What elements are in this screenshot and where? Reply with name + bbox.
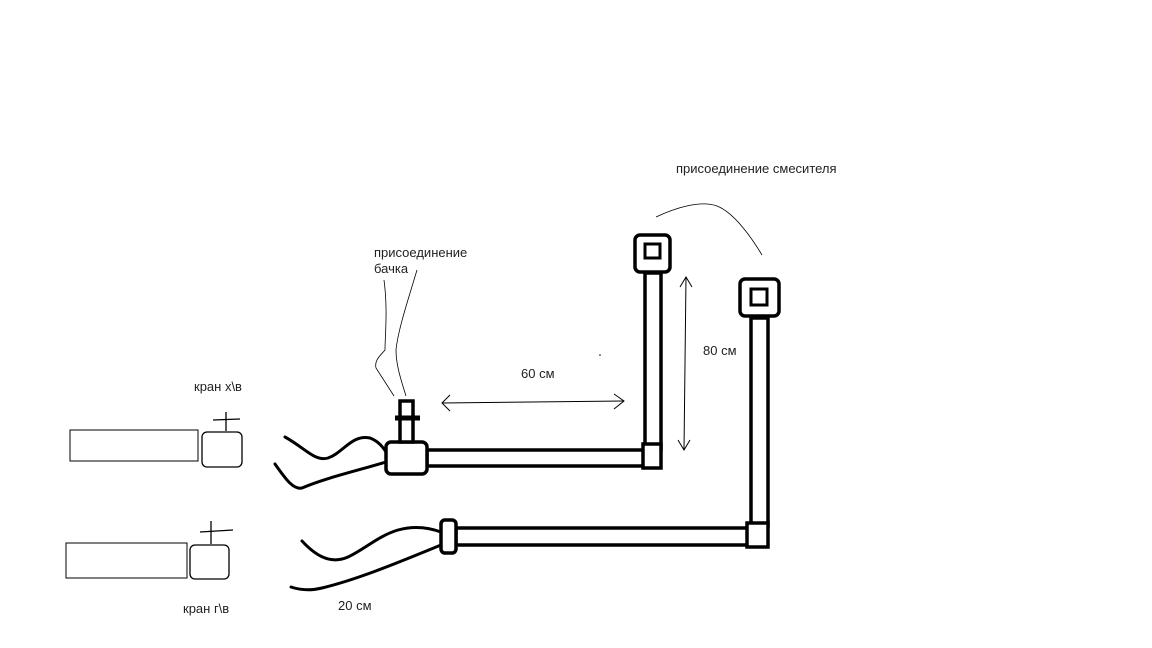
hot-tap — [65, 521, 234, 580]
cistern-leader-right — [395, 269, 418, 397]
stray-dot — [599, 354, 601, 356]
dim-80-line — [683, 276, 687, 451]
dim-60-arrow-left — [441, 394, 451, 412]
cold-tee-fitting — [384, 440, 429, 476]
cold-tap-body — [69, 429, 199, 462]
hot-tap-body — [65, 542, 188, 579]
leaders — [375, 203, 763, 397]
hot-inlet-fitting — [439, 518, 458, 555]
dim-80-arrow-top — [679, 276, 693, 288]
hot-hose-upper — [300, 525, 443, 562]
dimensions — [441, 276, 693, 451]
hot-riser — [749, 316, 770, 528]
cold-riser — [643, 271, 663, 451]
cold-hose-lower — [273, 460, 388, 490]
cold-tap-handle — [201, 431, 243, 468]
mixer-leader — [655, 203, 763, 256]
dim-80-arrow-bottom — [677, 439, 691, 451]
cold-mixer-outlet-inner — [643, 242, 662, 260]
cistern-leader-left — [375, 279, 395, 397]
dim-80-label: 80 см — [703, 343, 737, 358]
cold-tap-cross — [212, 418, 241, 421]
cold-hoses — [273, 435, 388, 490]
dim-60-arrow-right — [613, 393, 625, 410]
hot-mixer-outlet-inner — [749, 287, 769, 307]
hot-pipe-run — [439, 277, 781, 555]
hot-hoses — [289, 525, 443, 592]
dim-60-label: 60 см — [521, 366, 555, 381]
mixer-connection-label: присоединение смесителя — [676, 161, 837, 176]
hot-pipe-horizontal — [454, 526, 751, 547]
hot-elbow — [745, 521, 770, 549]
cistern-connection-label: присоединение бачка — [374, 245, 468, 276]
cold-elbow — [641, 442, 663, 470]
cold-pipe-run — [384, 233, 672, 476]
cold-tap — [69, 412, 243, 468]
cold-tap-label: кран х\в — [194, 379, 242, 394]
hot-tap-handle — [189, 544, 230, 580]
hot-tap-label: кран г\в — [183, 601, 230, 616]
cold-pipe-horizontal — [425, 448, 647, 468]
dim-60-line — [441, 400, 625, 404]
hot-tap-cross — [199, 529, 234, 533]
cold-hose-upper — [283, 435, 388, 461]
hot-hose-lower — [289, 543, 443, 592]
dim-20-label: 20 см — [338, 598, 372, 613]
cistern-stub — [398, 399, 415, 444]
